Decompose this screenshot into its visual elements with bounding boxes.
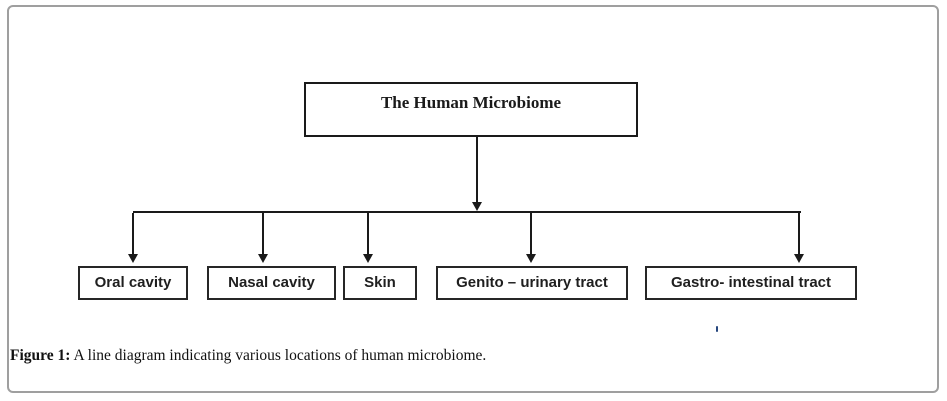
arrowhead-nasal-cavity-icon bbox=[258, 254, 268, 263]
branch-rail-line bbox=[133, 211, 801, 213]
node-genito-urinary-tract: Genito – urinary tract bbox=[436, 266, 628, 300]
figure-caption: Figure 1: A line diagram indicating vari… bbox=[10, 347, 486, 365]
arrowhead-genito-urinary-icon bbox=[526, 254, 536, 263]
root-connector-arrowhead-icon bbox=[472, 202, 482, 211]
node-skin-label: Skin bbox=[364, 274, 396, 291]
arrowhead-skin-icon bbox=[363, 254, 373, 263]
node-nasal-cavity-label: Nasal cavity bbox=[228, 274, 315, 291]
branch-line-skin bbox=[367, 213, 369, 255]
node-nasal-cavity: Nasal cavity bbox=[207, 266, 336, 300]
node-oral-cavity-label: Oral cavity bbox=[94, 274, 172, 291]
branch-line-oral-cavity bbox=[132, 213, 134, 255]
stray-mark bbox=[716, 326, 718, 332]
node-genito-urinary-tract-label: Genito – urinary tract bbox=[456, 274, 608, 291]
arrowhead-gastro-intestinal-icon bbox=[794, 254, 804, 263]
branch-line-nasal-cavity bbox=[262, 213, 264, 255]
node-gastro-intestinal-tract: Gastro- intestinal tract bbox=[645, 266, 857, 300]
node-gastro-intestinal-tract-label: Gastro- intestinal tract bbox=[670, 274, 832, 291]
node-skin: Skin bbox=[343, 266, 417, 300]
branch-line-gastro-intestinal bbox=[798, 213, 800, 255]
arrowhead-oral-cavity-icon bbox=[128, 254, 138, 263]
root-node-label: The Human Microbiome bbox=[380, 93, 562, 112]
figure-frame bbox=[7, 5, 939, 393]
branch-line-genito-urinary bbox=[530, 213, 532, 255]
root-connector-line bbox=[476, 136, 478, 202]
root-node-human-microbiome: The Human Microbiome bbox=[304, 82, 638, 137]
figure-caption-text: A line diagram indicating various locati… bbox=[70, 347, 487, 364]
node-oral-cavity: Oral cavity bbox=[78, 266, 188, 300]
figure-caption-prefix: Figure 1: bbox=[10, 347, 71, 364]
